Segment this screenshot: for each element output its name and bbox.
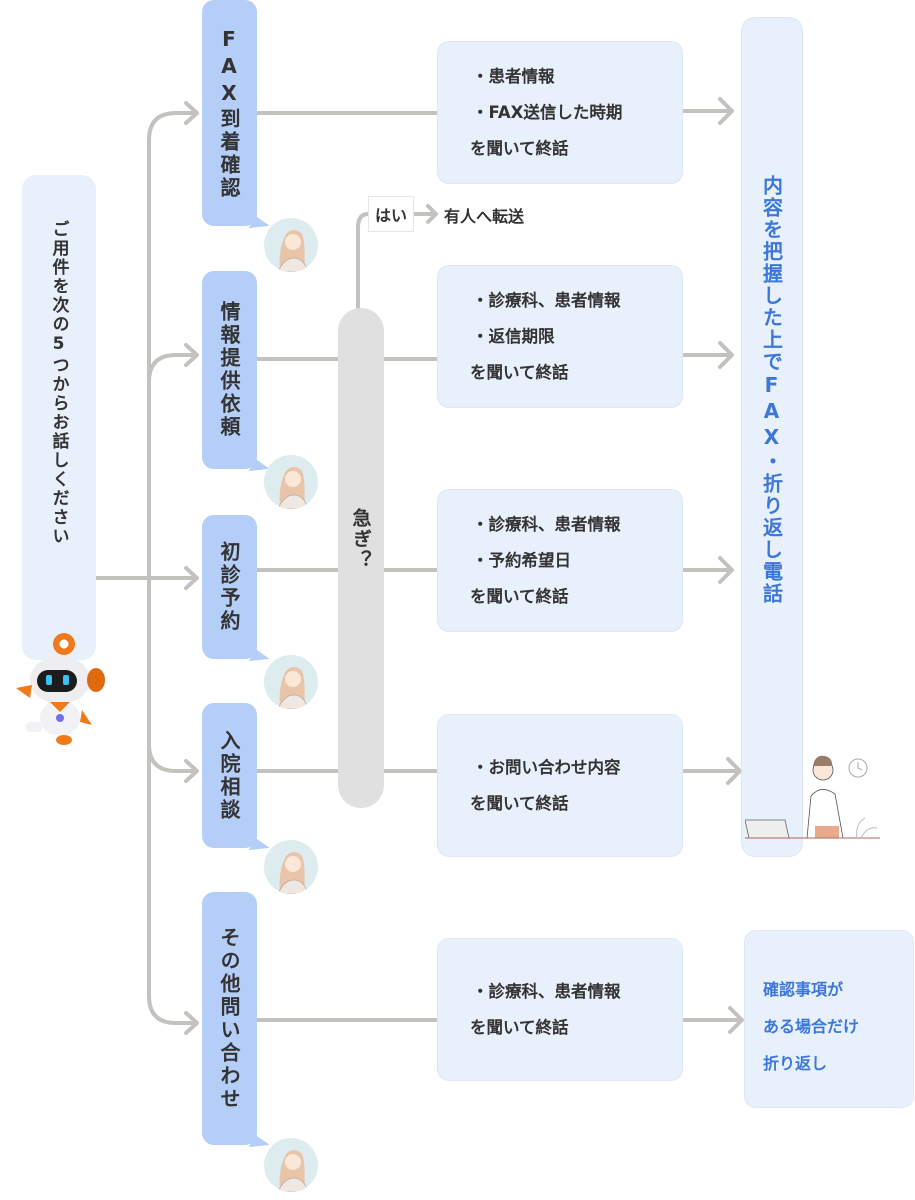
robot-mascot-icon <box>16 633 105 745</box>
category-label: その他問い合わせ <box>217 926 241 1111</box>
urgent-label: 急ぎ？ <box>349 508 372 571</box>
urgent-decision: 急ぎ？ <box>338 308 384 808</box>
result-line: 確認事項が <box>763 980 844 999</box>
info-end: を聞いて終話 <box>470 793 569 813</box>
yes-label: はい <box>374 206 407 225</box>
arrow-info5-result <box>681 1006 744 1034</box>
arrow-head-cat-1 <box>184 101 199 125</box>
operator-avatar-icon <box>264 455 318 509</box>
yes-label-box: はい <box>368 196 414 232</box>
arrow-head-cat-4 <box>184 759 199 783</box>
info-box-fax: ・患者情報 ・FAX送信した時期 を聞いて終話 <box>437 41 683 184</box>
category-label: 入院相談 <box>217 729 241 822</box>
category-info-request[interactable]: 情報提供依頼 <box>202 271 257 469</box>
operator-avatar-icon <box>264 1138 318 1192</box>
arrow-info2-result <box>681 341 734 369</box>
category-admission[interactable]: 入院相談 <box>202 703 257 848</box>
connector-branch-2 <box>147 353 198 384</box>
operator-avatar-icon <box>264 840 318 894</box>
intro-box <box>22 175 96 660</box>
arrow-head-cat-5 <box>184 1011 199 1035</box>
result-fax-callback-text: 内容を把握した上でFAX・折り返し電話 <box>759 175 784 605</box>
intro-text-wrap: ご用件を次の5つからお話しください <box>22 220 96 546</box>
arrow-head-cat-2 <box>184 343 199 367</box>
staff-on-phone-icon <box>745 755 880 839</box>
info-line: ・返信期限 <box>472 326 555 346</box>
info-line: ・FAX送信した時期 <box>472 102 623 122</box>
arrow-head-cat-3 <box>184 566 199 590</box>
result-fax-callback-box <box>741 17 803 857</box>
info-line: ・予約希望日 <box>472 550 571 570</box>
info-box-other: ・診療科、患者情報 を聞いて終話 <box>437 938 683 1081</box>
category-other[interactable]: その他問い合わせ <box>202 892 257 1145</box>
info-line: ・お問い合わせ内容 <box>472 757 621 777</box>
info-end: を聞いて終話 <box>470 138 569 158</box>
info-box-first-visit: ・診療科、患者情報 ・予約希望日 を聞いて終話 <box>437 489 683 632</box>
transfer-to-staff: 有人へ転送 <box>444 207 525 226</box>
result-line: 折り返し <box>763 1054 828 1073</box>
category-label: 初診予約 <box>217 541 241 633</box>
info-line: ・患者情報 <box>472 66 555 86</box>
category-fax-arrival[interactable]: FAX到着確認 <box>202 0 257 226</box>
info-line: ・診療科、患者情報 <box>472 981 621 1001</box>
info-end: を聞いて終話 <box>470 1017 569 1037</box>
connector-branch-4 <box>147 742 198 773</box>
connector-yes-transfer <box>412 204 438 224</box>
category-label: 情報提供依頼 <box>217 301 241 439</box>
arrow-info1-result <box>681 97 734 125</box>
category-first-visit[interactable]: 初診予約 <box>202 515 257 659</box>
result-line: ある場合だけ <box>763 1017 860 1036</box>
result-conditional-callback: 確認事項が ある場合だけ 折り返し <box>744 930 914 1108</box>
info-box-admission: ・お問い合わせ内容 を聞いて終話 <box>437 714 683 857</box>
arrow-info3-result <box>681 556 734 584</box>
connector-trunk <box>147 111 198 1025</box>
category-label: FAX到着確認 <box>217 26 241 200</box>
intro-text: ご用件を次の5つからお話しください <box>48 220 69 546</box>
result-fax-callback-wrap: 内容を把握した上でFAX・折り返し電話 <box>741 175 803 605</box>
connector-urgent-yes <box>356 212 370 310</box>
info-line: ・診療科、患者情報 <box>472 290 621 310</box>
info-line: ・診療科、患者情報 <box>472 514 621 534</box>
operator-avatar-icon <box>264 655 318 709</box>
info-box-info-request: ・診療科、患者情報 ・返信期限 を聞いて終話 <box>437 265 683 408</box>
arrow-info4-result <box>681 757 742 785</box>
info-end: を聞いて終話 <box>470 586 569 606</box>
operator-avatar-icon <box>264 218 318 272</box>
info-end: を聞いて終話 <box>470 362 569 382</box>
